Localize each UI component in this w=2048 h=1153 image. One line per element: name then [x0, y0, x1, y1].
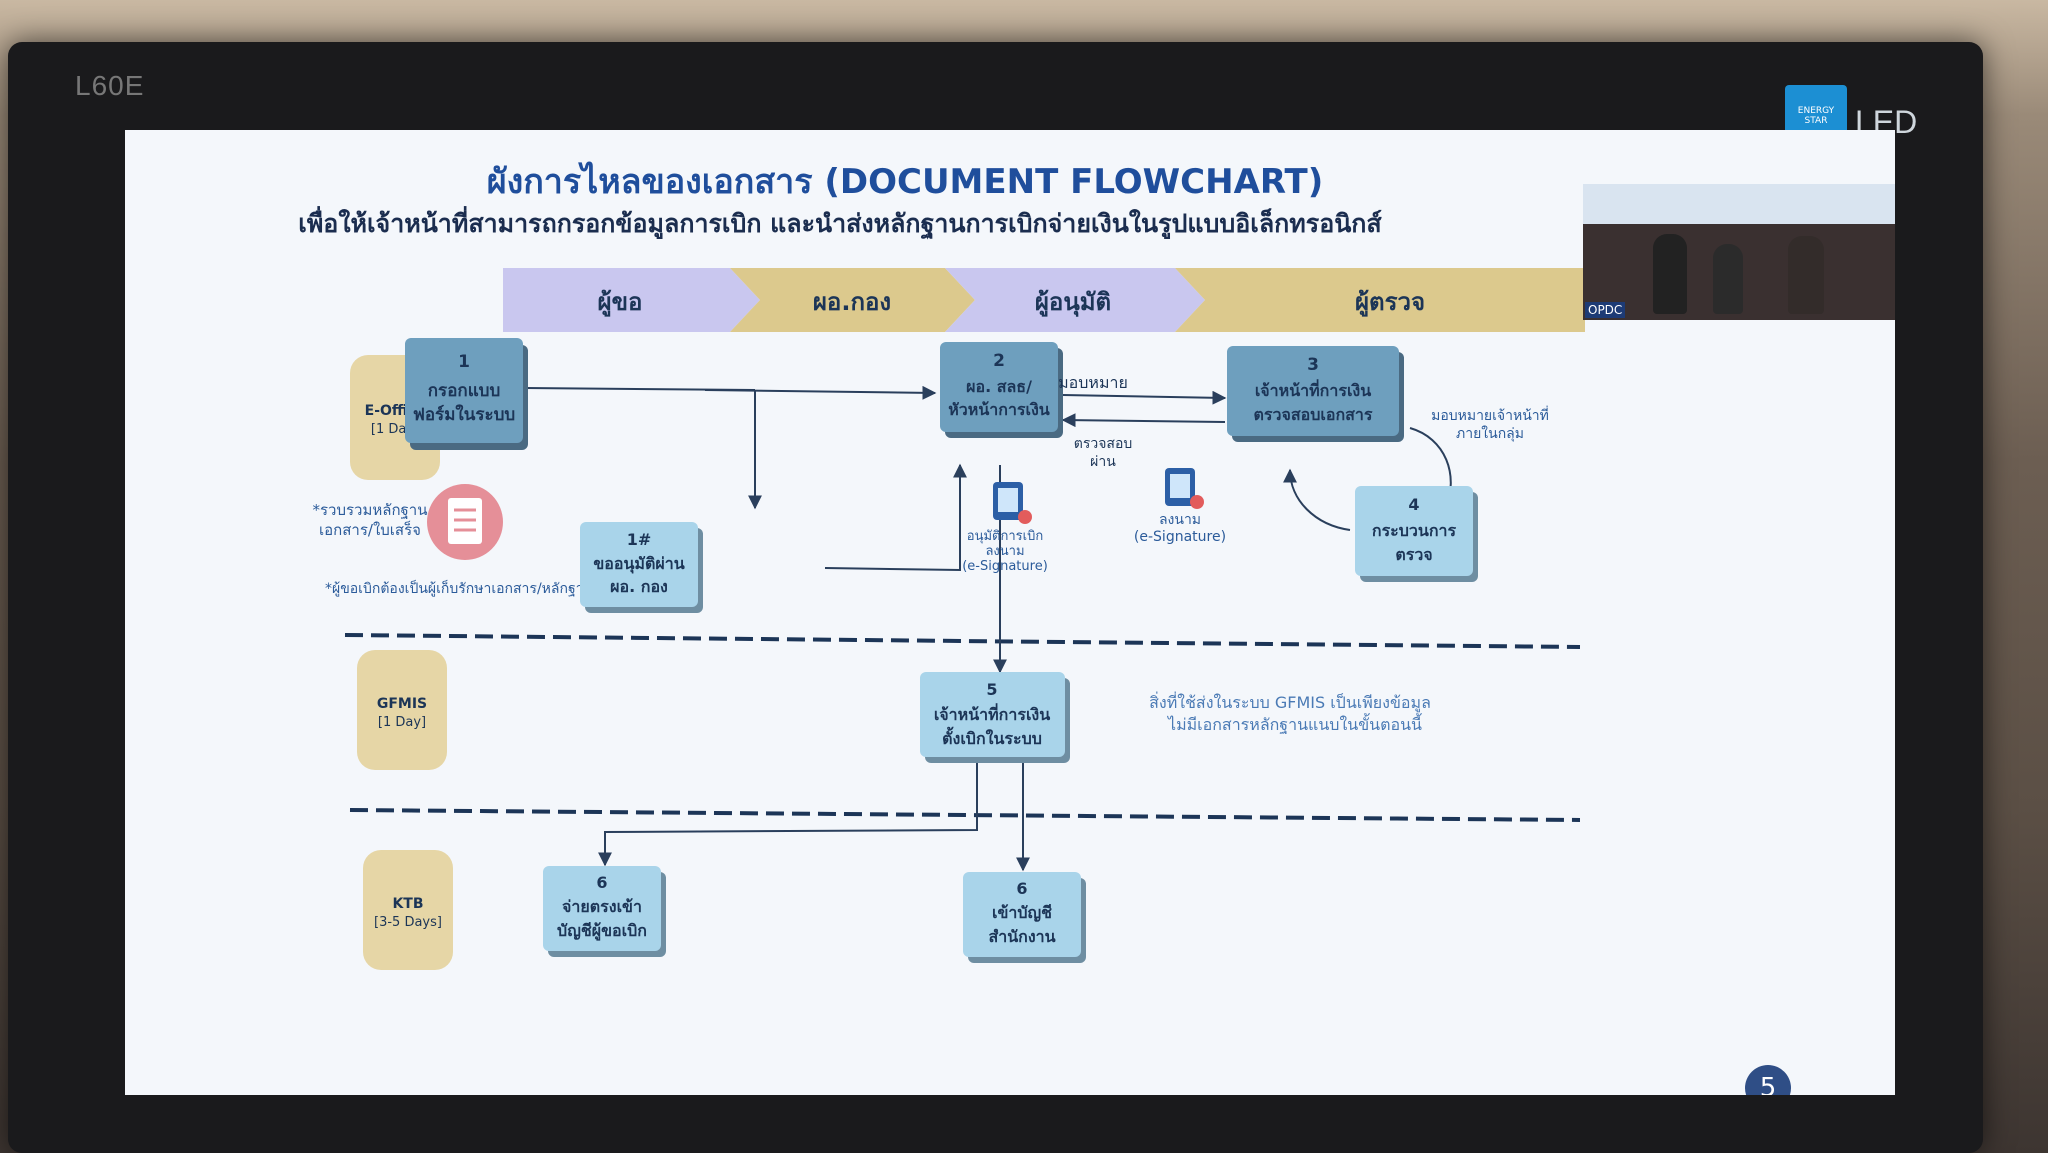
row-label-ktb-sub: [3-5 Days] — [374, 915, 442, 930]
collect-note-line1: *รวบรวมหลักฐาน — [313, 501, 428, 519]
flowchart-diagram: ผังการไหลของเอกสาร (DOCUMENT FLOWCHART) … — [298, 161, 1585, 970]
step-4-line2: ตรวจ — [1395, 545, 1432, 564]
step-6b-line1: เข้าบัญชี — [992, 903, 1052, 923]
step-1-box — [405, 338, 523, 443]
step-2-line2: หัวหน้าการเงิน — [948, 400, 1050, 419]
step-1-num: 1 — [458, 352, 470, 372]
assign-label: มอบหมาย — [1058, 373, 1128, 392]
page-number-badge: 5 — [1745, 1065, 1791, 1095]
monitor-brand: L60E — [75, 70, 145, 101]
step-5-box — [920, 672, 1065, 757]
step-6b-box — [963, 872, 1081, 957]
step-2-box — [940, 342, 1058, 432]
sign-1: ลงนาม — [1159, 512, 1201, 528]
lane-director — [730, 268, 975, 332]
speaker-figure — [1788, 236, 1824, 314]
step-6a-line1: จ่ายตรงเข้า — [562, 897, 642, 916]
step-4-line1: กระบวนการ — [1372, 521, 1457, 540]
separator-gfmis-ktb — [349, 808, 1581, 822]
row-label-ktb — [363, 850, 453, 970]
collect-note-line2: เอกสาร/ใบเสร็จ — [319, 520, 421, 539]
step-6b-num: 6 — [1016, 879, 1027, 898]
lane-auditor — [1175, 268, 1585, 332]
assign-staff-1: มอบหมายเจ้าหน้าที่ — [1431, 406, 1549, 424]
lane-label-director: ผอ.กอง — [813, 288, 891, 316]
verified-label-2: ผ่าน — [1090, 454, 1116, 470]
step-4-num: 4 — [1408, 495, 1419, 514]
gfmis-note-1: สิ่งที่ใช้ส่งในระบบ GFMIS เป็นเพียงข้อมู… — [1149, 691, 1431, 713]
slide-screen: ผังการไหลของเอกสาร (DOCUMENT FLOWCHART) … — [125, 130, 1895, 1095]
step-1-line1: กรอกแบบ — [428, 381, 500, 401]
arrow-1-to-2 — [704, 385, 937, 400]
assign-staff-2: ภายในกลุ่ม — [1456, 425, 1524, 442]
approve-sign-1: อนุมัติการเบิก — [967, 529, 1043, 544]
step-4-box — [1355, 486, 1473, 576]
row-label-ktb-text: KTB — [392, 896, 423, 912]
slide-subtitle: เพื่อให้เจ้าหน้าที่สามารถกรอกข้อมูลการเบ… — [298, 206, 1382, 240]
approve-sign-2: ลงนาม — [985, 544, 1024, 559]
step-6b-line2: สำนักงาน — [988, 927, 1055, 946]
step-5-line1: เจ้าหน้าที่การเงิน — [934, 703, 1050, 724]
step-1b-box — [580, 522, 698, 607]
row-label-gfmis-text: GFMIS — [377, 696, 427, 712]
inset-label: OPDC — [1585, 302, 1626, 318]
lane-label-requester: ผู้ขอ — [598, 288, 643, 317]
speaker-video-inset: OPDC — [1583, 184, 1895, 320]
arrow-1b-to-2 — [824, 463, 967, 572]
slide-title: ผังการไหลของเอกสาร (DOCUMENT FLOWCHART) — [487, 161, 1324, 202]
arrow-4-to-3 — [1283, 468, 1351, 531]
row-label-gfmis — [357, 650, 447, 770]
row-label-gfmis-sub: [1 Day] — [378, 715, 426, 730]
step-2-num: 2 — [993, 351, 1005, 371]
step-1b-line2: ผอ. กอง — [610, 577, 668, 596]
step-3-line2: ตรวจสอบเอกสาร — [1254, 405, 1373, 424]
speaker-figure — [1713, 244, 1743, 314]
verified-label-1: ตรวจสอบ — [1074, 436, 1133, 452]
signature-tablet-icon-1 — [993, 482, 1032, 524]
lane-label-auditor: ผู้ตรวจ — [1355, 288, 1425, 317]
step-1b-line1: ขออนุมัติผ่าน — [593, 554, 684, 574]
sign-2: (e-Signature) — [1134, 529, 1226, 545]
step-6a-line2: บัญชีผู้ขอเบิก — [557, 921, 647, 942]
step-3-line1: เจ้าหน้าที่การเงิน — [1255, 379, 1371, 400]
step-5-num: 5 — [986, 680, 997, 699]
gfmis-note-2: ไม่มีเอกสารหลักฐานแนบในขั้นตอนนี้ — [1166, 713, 1422, 734]
requester-note: *ผู้ขอเบิกต้องเป็นผู้เก็บรักษาเอกสาร/หลั… — [325, 579, 655, 597]
arrow-3-to-2 — [1061, 413, 1226, 428]
arrow-5-to-6a — [598, 758, 978, 867]
step-6a-box — [543, 866, 661, 951]
step-1-line2: ฟอร์มในระบบ — [413, 404, 515, 425]
lane-requester — [503, 268, 760, 332]
arrow-2-to-3 — [1062, 390, 1227, 405]
lane-approver — [945, 268, 1205, 332]
step-5-line2: ตั้งเบิกในระบบ — [942, 726, 1042, 748]
signature-tablet-icon-2 — [1165, 468, 1204, 509]
step-1b-num: 1# — [627, 530, 652, 549]
step-3-num: 3 — [1307, 355, 1319, 375]
separator-eoffice-gfmis — [344, 633, 1581, 649]
approve-sign-3: (e-Signature) — [962, 559, 1048, 574]
step-2-line1: ผอ. สลธ/ — [966, 377, 1032, 396]
step-3-box — [1227, 346, 1399, 436]
step-6a-num: 6 — [596, 873, 607, 892]
speaker-figure — [1653, 234, 1687, 314]
lane-label-approver: ผู้อนุมัติ — [1035, 288, 1111, 318]
